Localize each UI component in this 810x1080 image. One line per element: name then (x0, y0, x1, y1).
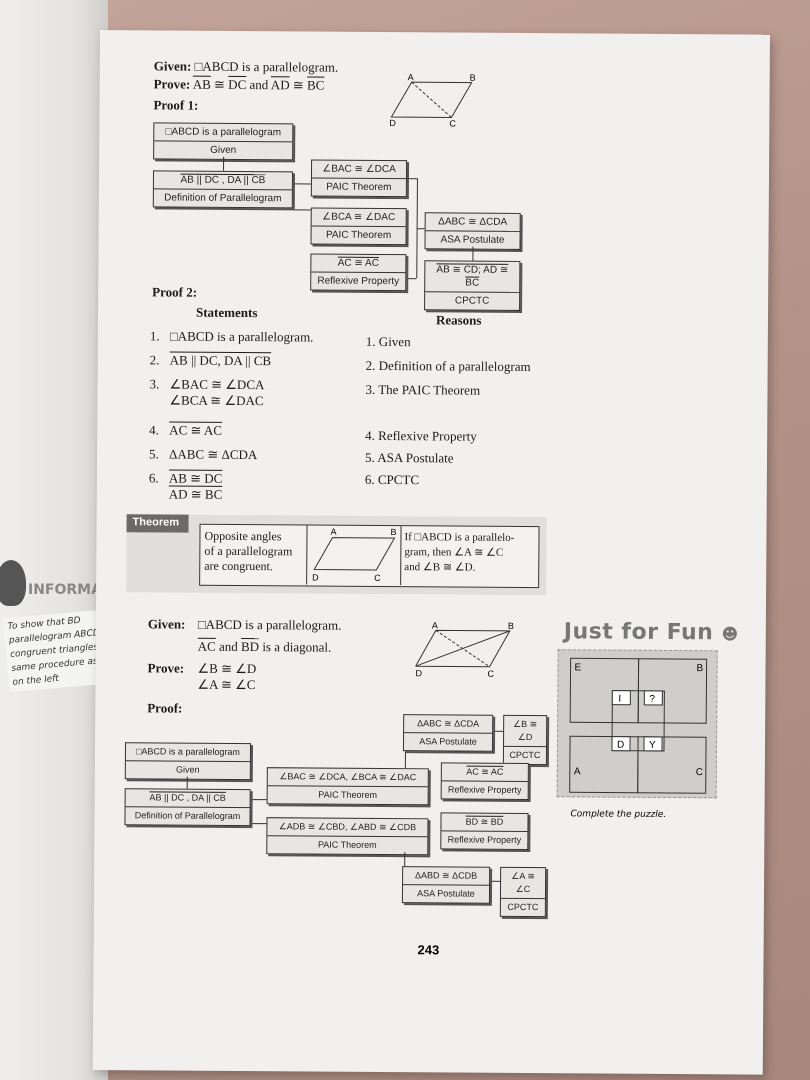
reasons-header: Reasons (435, 312, 482, 328)
smiley-icon: ☻ (721, 624, 739, 644)
flow1-bac-box: ∠BAC ≅ ∠DCA PAIC Theorem (310, 159, 408, 198)
vertex-label-d: D (415, 668, 422, 678)
theorem-divider (306, 525, 308, 585)
proof2-label: Proof 2: (152, 284, 198, 300)
proof2-row: 3. ∠BAC ≅ ∠DCA ∠BCA ≅ ∠DAC 3. The PAIC T… (149, 376, 481, 409)
puzzle-letter-c: C (696, 767, 703, 778)
information-text: To show that BD parallelogram ABCD congr… (2, 609, 110, 693)
theorem-symbolic: If □ABCD is a parallelo- gram, then ∠A ≅… (404, 531, 515, 574)
flow1-reflexive-box: AC ≅ AC Reflexive Property (310, 253, 407, 292)
given2-line: Given: □ABCD is a parallelogram. (147, 616, 342, 633)
flow1-arrow (472, 246, 474, 261)
flow1-arrow (408, 278, 417, 280)
information-title: INFORMATI (28, 582, 116, 598)
vertex-label-c: C (374, 573, 381, 583)
parallelogram-diagonals-diagram: A B C D (415, 620, 514, 679)
vertex-label-a: A (330, 527, 336, 537)
theorem-tag: Theorem (126, 514, 189, 533)
vertex-label-c: C (487, 669, 494, 679)
proof2-row: 2. AB || DC, DA || CB 2. Definition of a… (149, 352, 531, 375)
parallelogram-diagram: A B C D (389, 72, 476, 128)
flow2-given-box: □ABCD is a parallelogram Given (124, 742, 252, 781)
flow1-arrow (294, 183, 311, 185)
prove2-line2: ∠A ≅ ∠C (197, 676, 256, 693)
proof1-label: Proof 1: (153, 97, 199, 113)
puzzle-letter-b: B (697, 663, 704, 674)
flow1-given-box: □ABCD is a parallelogram Given (153, 122, 294, 161)
vertex-label-c: C (449, 118, 456, 127)
statements-header: Statements (195, 304, 258, 321)
flow1-arrow (416, 228, 425, 230)
textbook-page: Given: □ABCD is a parallelogram. Prove: … (92, 30, 770, 1075)
flow2-arrow (492, 880, 501, 882)
puzzle-letter-y: Y (649, 740, 656, 751)
proof2-row: 4. AC ≅ AC 4. Reflexive Property (149, 422, 477, 444)
page-number: 243 (417, 942, 440, 958)
flow1-bca-box: ∠BCA ≅ ∠DAC PAIC Theorem (310, 207, 407, 246)
flow2-pair2-box: ∠ADB ≅ ∠CBD, ∠ABD ≅ ∠CDB PAIC Theorem (266, 817, 429, 856)
flow2-asa2-box: ΔABD ≅ ΔCDB ASA Postulate (401, 866, 491, 904)
flow2-arrow (404, 852, 406, 867)
given-line: Given: □ABCD is a parallelogram. (153, 58, 339, 75)
puzzle-letter-d: D (617, 740, 624, 751)
flow1-arrow (408, 178, 417, 180)
flow1-asa-box: ΔABC ≅ ΔCDA ASA Postulate (424, 212, 521, 250)
theorem-box: Opposite angles of a parallelogram are c… (199, 523, 540, 589)
theorem-divider (400, 526, 402, 586)
flow2-cpctc1-box: ∠B ≅ ∠D CPCTC (502, 714, 548, 766)
flow2-reflexive-bd-box: BD ≅ BD Reflexive Property (440, 812, 529, 851)
prove-line: Prove: AB ≅ DC and AD ≅ BC (153, 76, 325, 93)
flow1-cpctc-box: AB ≅ CD; AD ≅ BC CPCTC (424, 260, 521, 311)
flow1-definition-box: AB || DC , DA || CB Definition of Parall… (152, 170, 294, 209)
puzzle-caption: Complete the puzzle. (570, 809, 667, 820)
mascot-icon (0, 560, 26, 606)
vertex-label-b: B (508, 621, 514, 631)
puzzle-letter-e: E (575, 662, 582, 673)
theorem-parallelogram-diagram: A B C D (312, 527, 396, 583)
flow2-arrow (186, 776, 188, 789)
flow2-cpctc2-box: ∠A ≅ ∠C CPCTC (499, 866, 547, 918)
flow2-reflexive-ac-box: AC ≅ AC Reflexive Property (440, 762, 529, 801)
flow2-arrow (404, 752, 406, 769)
just-for-fun-title: Just for Fun ☻ (563, 619, 739, 646)
given2-line2: AC and BD is a diagonal. (197, 638, 332, 655)
prove2-line: Prove: ∠B ≅ ∠D (147, 660, 257, 677)
flow2-asa1-box: ΔABC ≅ ΔCDA ASA Postulate (402, 714, 494, 752)
puzzle-letter-question: ? (649, 694, 655, 705)
fun-puzzle-panel: E B I ? D Y A C (556, 649, 718, 799)
puzzle-letter-i: I (618, 694, 621, 705)
proof2-row: 1. □ABCD is a parallelogram. 1. Given (149, 328, 411, 350)
flow1-arrow (294, 209, 311, 211)
vertex-label-b: B (390, 527, 396, 537)
flow2-arrow (252, 823, 267, 825)
vertex-label-d: D (389, 118, 396, 128)
vertex-label-d: D (312, 572, 319, 582)
flow2-arrow (252, 799, 267, 801)
proof2-row: 6. AB ≅ DC AD ≅ BC 6. CPCTC (148, 470, 420, 502)
proof-label: Proof: (147, 700, 183, 716)
vertex-label-a: A (432, 620, 438, 630)
vertex-label-a: A (408, 72, 414, 82)
flow1-arrow (223, 156, 225, 171)
flow2-arrow (495, 730, 504, 732)
proof2-row: 5. ΔABC ≅ ΔCDA 5. ASA Postulate (148, 446, 454, 466)
information-sidebar: INFORMATI To show that BD parallelogram … (0, 560, 116, 720)
theorem-statement: Opposite angles of a parallelogram are c… (204, 528, 293, 574)
vertex-label-b: B (470, 73, 476, 83)
facing-page (0, 0, 108, 1080)
flow2-pair1-box: ∠BAC ≅ ∠DCA, ∠BCA ≅ ∠DAC PAIC Theorem (266, 767, 429, 806)
puzzle-letter-a: A (574, 766, 581, 777)
flow2-definition-box: AB || DC , DA || CB Definition of Parall… (124, 788, 251, 827)
puzzle-grid: E B I ? D Y A C (569, 657, 708, 794)
